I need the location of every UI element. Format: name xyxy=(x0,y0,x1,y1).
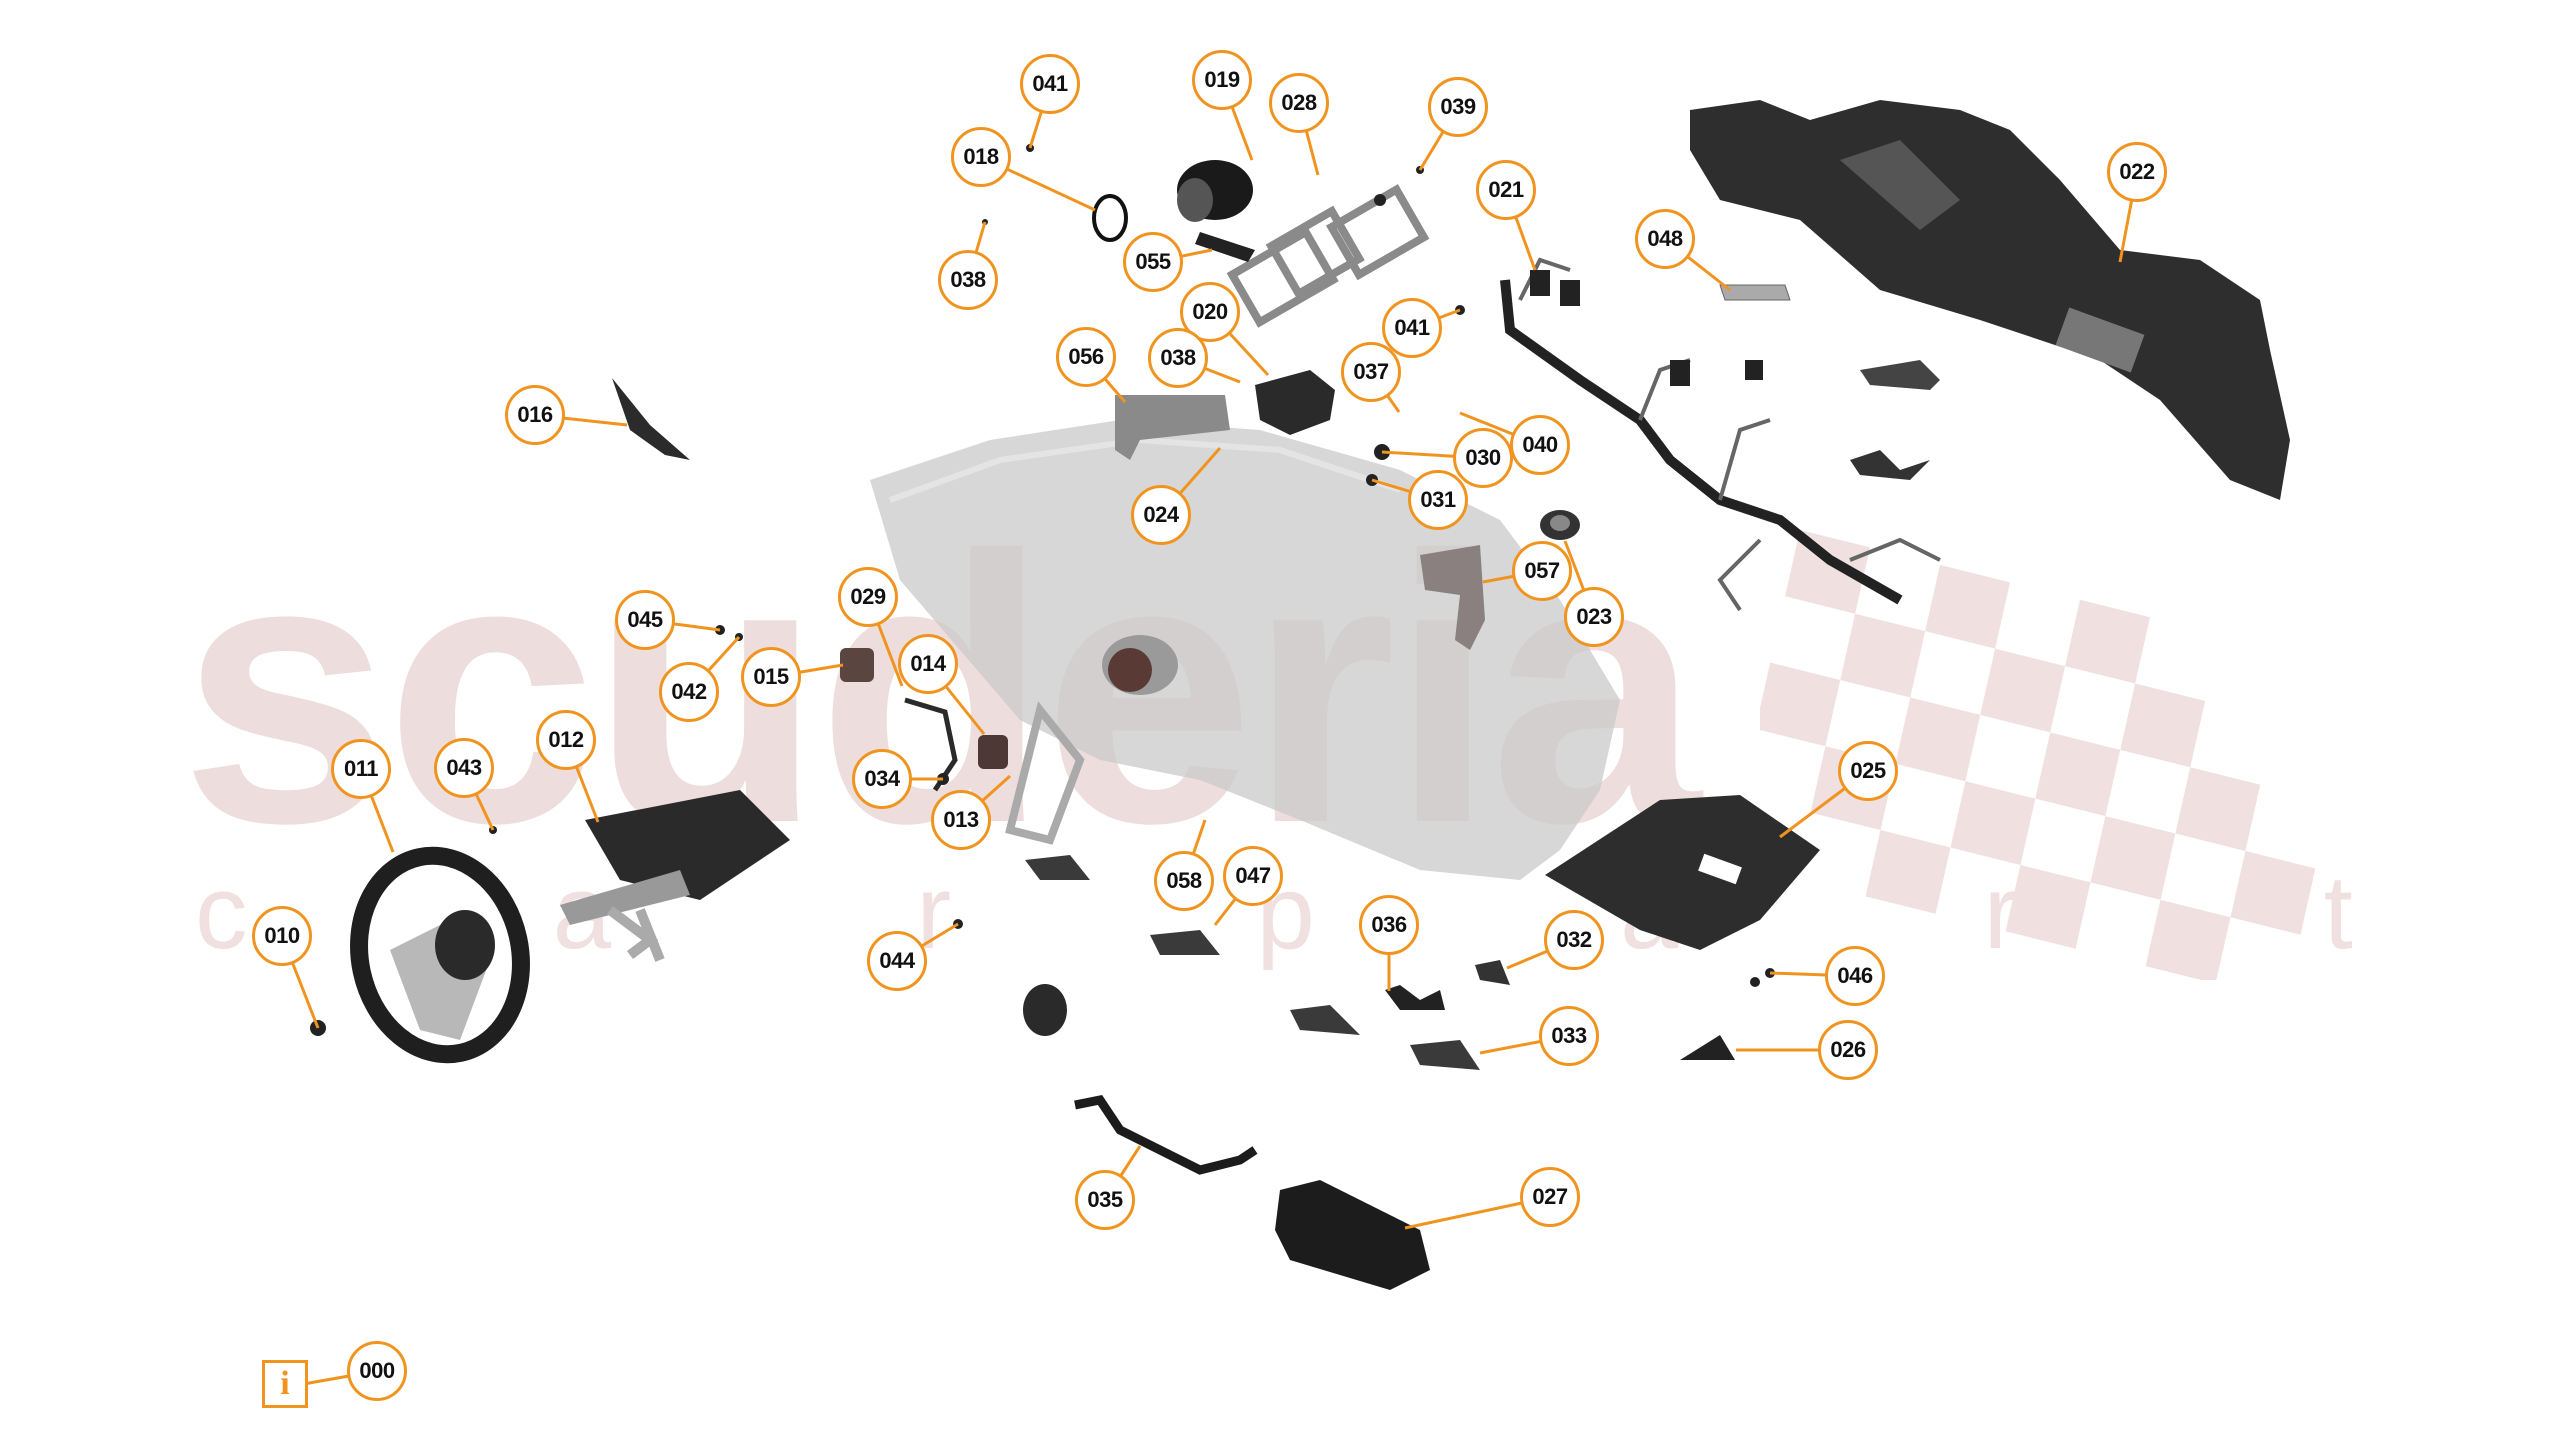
callout-027[interactable]: 027 xyxy=(1520,1167,1580,1227)
gasket-frames xyxy=(1226,184,1430,328)
callout-000[interactable]: 000 xyxy=(347,1341,407,1401)
info-icon: i xyxy=(280,1365,290,1402)
steering-wheel xyxy=(350,846,530,1064)
callout-023[interactable]: 023 xyxy=(1564,587,1624,647)
strap-bracket xyxy=(1719,284,1791,301)
callout-025[interactable]: 025 xyxy=(1838,741,1898,801)
cover-plate xyxy=(1255,370,1335,435)
callout-038[interactable]: 038 xyxy=(1148,328,1208,388)
callout-041[interactable]: 041 xyxy=(1020,54,1080,114)
callout-022[interactable]: 022 xyxy=(2107,142,2167,202)
callout-014[interactable]: 014 xyxy=(898,634,958,694)
callout-057[interactable]: 057 xyxy=(1512,541,1572,601)
steering-column xyxy=(585,790,790,900)
info-button[interactable]: i xyxy=(262,1360,308,1408)
callout-012[interactable]: 012 xyxy=(536,710,596,770)
callout-011[interactable]: 011 xyxy=(331,739,391,799)
air-vent-left xyxy=(840,648,874,682)
callout-055[interactable]: 055 xyxy=(1123,232,1183,292)
callout-029[interactable]: 029 xyxy=(838,567,898,627)
callout-015[interactable]: 015 xyxy=(741,647,801,707)
glovebox-liner xyxy=(1545,795,1820,950)
callout-047[interactable]: 047 xyxy=(1223,846,1283,906)
callout-040[interactable]: 040 xyxy=(1510,415,1570,475)
callout-046[interactable]: 046 xyxy=(1825,946,1885,1006)
control-module xyxy=(1275,1180,1430,1290)
callout-013[interactable]: 013 xyxy=(931,790,991,850)
callout-026[interactable]: 026 xyxy=(1818,1020,1878,1080)
callout-016[interactable]: 016 xyxy=(505,385,565,445)
callout-044[interactable]: 044 xyxy=(867,931,927,991)
callout-058[interactable]: 058 xyxy=(1154,851,1214,911)
callout-056[interactable]: 056 xyxy=(1056,327,1116,387)
callout-032[interactable]: 032 xyxy=(1544,910,1604,970)
callout-041[interactable]: 041 xyxy=(1382,298,1442,358)
callout-035[interactable]: 035 xyxy=(1075,1170,1135,1230)
callout-030[interactable]: 030 xyxy=(1453,428,1513,488)
callout-021[interactable]: 021 xyxy=(1476,160,1536,220)
callout-042[interactable]: 042 xyxy=(659,662,719,722)
callout-010[interactable]: 010 xyxy=(252,906,312,966)
bracket-left xyxy=(1115,395,1230,460)
callout-024[interactable]: 024 xyxy=(1131,485,1191,545)
callout-036[interactable]: 036 xyxy=(1359,895,1419,955)
foam-pad xyxy=(1195,232,1255,262)
callout-028[interactable]: 028 xyxy=(1269,73,1329,133)
callout-018[interactable]: 018 xyxy=(951,127,1011,187)
callout-043[interactable]: 043 xyxy=(434,738,494,798)
callout-033[interactable]: 033 xyxy=(1539,1006,1599,1066)
callout-038[interactable]: 038 xyxy=(938,250,998,310)
o-ring xyxy=(1092,194,1128,242)
callout-039[interactable]: 039 xyxy=(1428,77,1488,137)
bracket-right xyxy=(1420,545,1485,650)
callout-045[interactable]: 045 xyxy=(615,590,675,650)
callout-031[interactable]: 031 xyxy=(1408,470,1468,530)
callout-048[interactable]: 048 xyxy=(1635,209,1695,269)
side-trim xyxy=(612,378,690,460)
dashboard-panel xyxy=(870,420,1620,880)
callout-034[interactable]: 034 xyxy=(852,749,912,809)
console-trim xyxy=(1005,701,1085,845)
wiring-harness xyxy=(1500,279,1903,605)
end-cap xyxy=(1680,1035,1735,1060)
air-vent-right xyxy=(978,735,1008,769)
hose xyxy=(1074,1094,1258,1175)
cross-car-beam xyxy=(1690,100,2290,500)
callout-019[interactable]: 019 xyxy=(1192,50,1252,110)
